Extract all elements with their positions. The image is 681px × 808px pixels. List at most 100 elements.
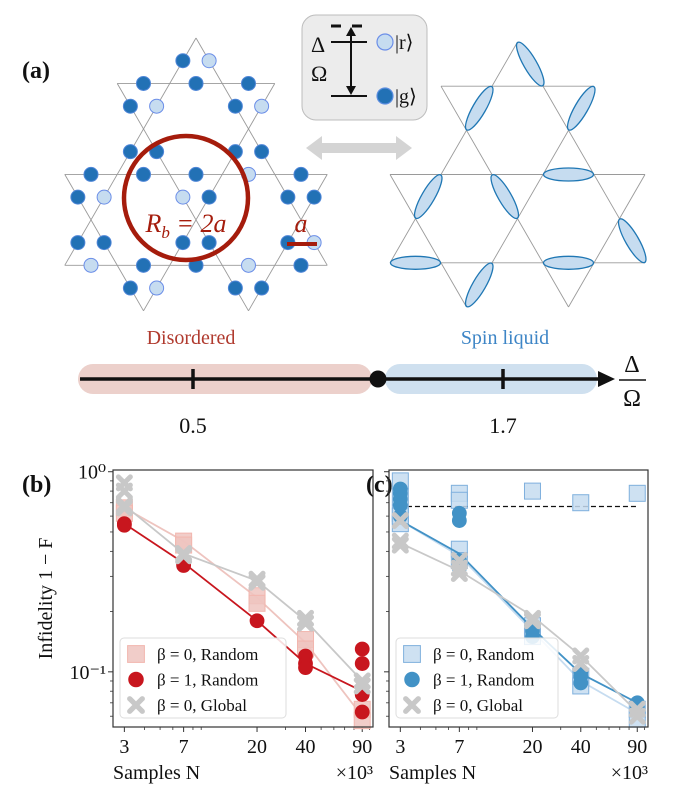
x-multiplier-label: ×10³ [611, 762, 648, 784]
dimer [413, 174, 443, 220]
plot-frame [388, 469, 649, 728]
x-marker [127, 696, 145, 714]
phase-tick-label: 1.7 [489, 413, 517, 438]
panel-label-b: (b) [22, 472, 51, 498]
arrow-head-up-icon [346, 27, 356, 36]
phase-tick-label: 0.5 [179, 413, 207, 438]
x-tick-label: 40 [571, 736, 591, 758]
axis-denominator: Ω [623, 386, 641, 412]
legend-label: β = 0, Global [157, 696, 247, 715]
dimer [464, 85, 494, 131]
x-axis-label: Samples N [113, 762, 200, 784]
circle-marker [354, 641, 370, 657]
ground-atom [201, 235, 217, 251]
circle-marker [354, 656, 370, 671]
square-marker [127, 645, 145, 663]
lattice-edge [389, 41, 518, 264]
blockade-radius-label: Rb = 2a [145, 209, 227, 242]
ground-ket: |g⟩ [395, 86, 417, 108]
x-tick-label: 20 [247, 736, 267, 758]
circle-marker [128, 671, 144, 688]
y-axis-label: Infidelity 1 − F [35, 538, 57, 660]
ground-atom [175, 53, 191, 69]
square-marker [248, 594, 266, 612]
ground-atom [254, 144, 270, 160]
ground-atom [241, 75, 256, 91]
axis-numerator: Δ [624, 352, 639, 378]
circle-marker [354, 704, 370, 720]
transition-point [369, 370, 387, 388]
ground-atom [70, 235, 86, 251]
lattice-spacing-label: a [295, 209, 308, 238]
legend-label: β = 0, Random [157, 645, 258, 664]
panel-label-a: (a) [22, 58, 50, 84]
panel-label-c: (c) [366, 472, 393, 498]
x-tick-label: 40 [296, 736, 316, 758]
ground-atom [227, 98, 243, 114]
ground-atom-icon [376, 87, 394, 105]
dimer [464, 262, 494, 308]
blockade-radius-circle [121, 133, 251, 263]
legend-label: β = 1, Random [433, 671, 534, 690]
ground-atom [122, 280, 138, 296]
ground-atom [83, 166, 99, 182]
x-marker [391, 512, 409, 530]
dimer [542, 167, 595, 182]
square-marker [628, 484, 646, 502]
ground-atom [201, 189, 217, 205]
ground-atom [306, 189, 322, 205]
square-marker [403, 645, 421, 663]
x-tick-label: 90 [352, 736, 372, 758]
lattice-edge [568, 174, 646, 308]
rabi-symbol: Ω [311, 61, 327, 86]
rydberg-atom-icon [376, 33, 394, 51]
phase-diagram: Disordered Spin liquid 0.5 1.7 Δ Ω [78, 327, 646, 438]
ground-atom [136, 75, 151, 91]
circle-marker [451, 513, 467, 528]
dimer [566, 85, 596, 131]
dimer [542, 255, 595, 270]
lattice-edge [389, 174, 467, 308]
x-marker [572, 655, 590, 673]
rydberg-ket: |r⟩ [395, 32, 413, 54]
ground-atom [122, 98, 138, 114]
legend-label: β = 0, Global [433, 696, 523, 715]
rydberg-atom [241, 257, 256, 273]
legend-label: β = 1, Random [157, 671, 258, 690]
legend-box [395, 637, 559, 719]
arrow-head-down-icon [346, 86, 356, 95]
rydberg-atom [149, 280, 165, 296]
rydberg-atom [83, 257, 99, 273]
ground-atom [136, 166, 151, 182]
circle-marker [404, 671, 420, 688]
x-marker [115, 499, 133, 517]
ground-atom [188, 166, 204, 182]
ground-atom [254, 280, 270, 296]
y-tick-label: 10⁰ [78, 462, 106, 484]
x-marker [248, 573, 266, 591]
rydberg-atom [254, 98, 270, 114]
x-tick-label: 7 [454, 736, 464, 758]
x-marker [523, 612, 541, 630]
dimer [617, 218, 647, 264]
x-tick-label: 3 [395, 736, 405, 758]
dimer-lattice [389, 41, 647, 308]
square-marker [523, 482, 541, 500]
ground-atom [293, 166, 309, 182]
x-multiplier-label: ×10³ [336, 762, 373, 784]
x-marker [628, 707, 646, 725]
level-diagram-inset: Δ Ω |r⟩ |g⟩ [301, 14, 428, 121]
x-tick-label: 3 [119, 736, 129, 758]
x-axis-label: Samples N [389, 762, 476, 784]
plot-frame [112, 469, 374, 728]
rydberg-atom-lattice [64, 37, 328, 312]
x-marker [115, 482, 133, 500]
circle-marker [116, 517, 132, 533]
ground-atom [227, 280, 243, 296]
circle-marker [298, 660, 313, 675]
ground-atom [136, 257, 151, 273]
x-marker [391, 532, 409, 550]
axis-arrow-icon [598, 371, 615, 387]
dimer [389, 255, 442, 270]
